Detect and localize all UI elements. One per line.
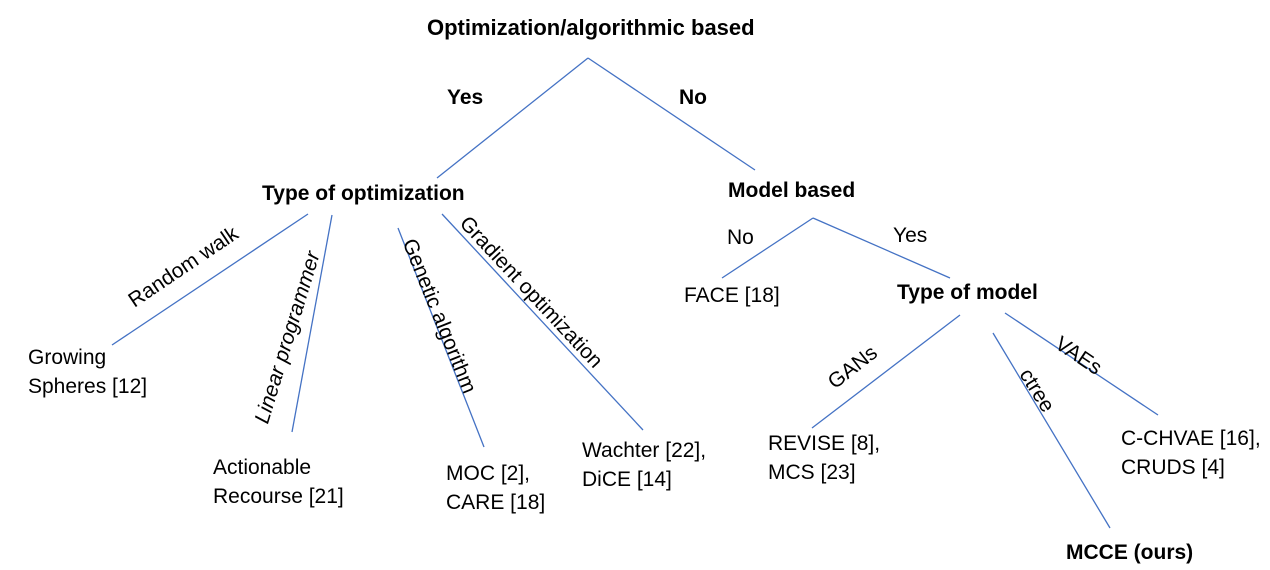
leaf-actionable-recourse: Actionable Recourse [21] [213,456,344,508]
branch-label-model-yes: Yes [893,224,928,247]
leaf-moc-care: MOC [2], CARE [18] [446,462,546,514]
leaf-cchvae-cruds: C-CHVAE [16], CRUDS [4] [1121,427,1261,479]
leaf-face: FACE [18] [684,284,780,307]
node-type-of-optimization: Type of optimization [262,182,465,205]
edge-genetic-algorithm [397,227,485,448]
edge-linear-programmer [291,214,333,433]
edge-gans [811,314,961,429]
edge-gradient-optimization [441,213,644,431]
edge-root-no [587,57,756,171]
leaf-growing-spheres: Growing Spheres [12] [28,346,148,398]
edge-ctree [992,332,1111,529]
branch-label-model-no: No [727,226,754,249]
branch-label-yes: Yes [447,86,484,109]
root-node-label: Optimization/algorithmic based [427,15,755,40]
edge-random-walk [111,213,309,346]
leaf-mcce-ours: MCCE (ours) [1066,541,1194,564]
node-type-of-model: Type of model [897,281,1038,304]
leaf-revise-mcs: REVISE [8], MCS [23] [768,432,881,484]
edge-model-based-yes [812,217,951,279]
edge-vaes [1004,312,1159,416]
node-model-based: Model based [728,179,856,202]
edge-root-yes [436,57,589,179]
branch-label-no: No [679,86,707,109]
leaf-wachter-dice: Wachter [22], DiCE [14] [582,439,707,491]
edge-model-based-no [721,217,814,279]
